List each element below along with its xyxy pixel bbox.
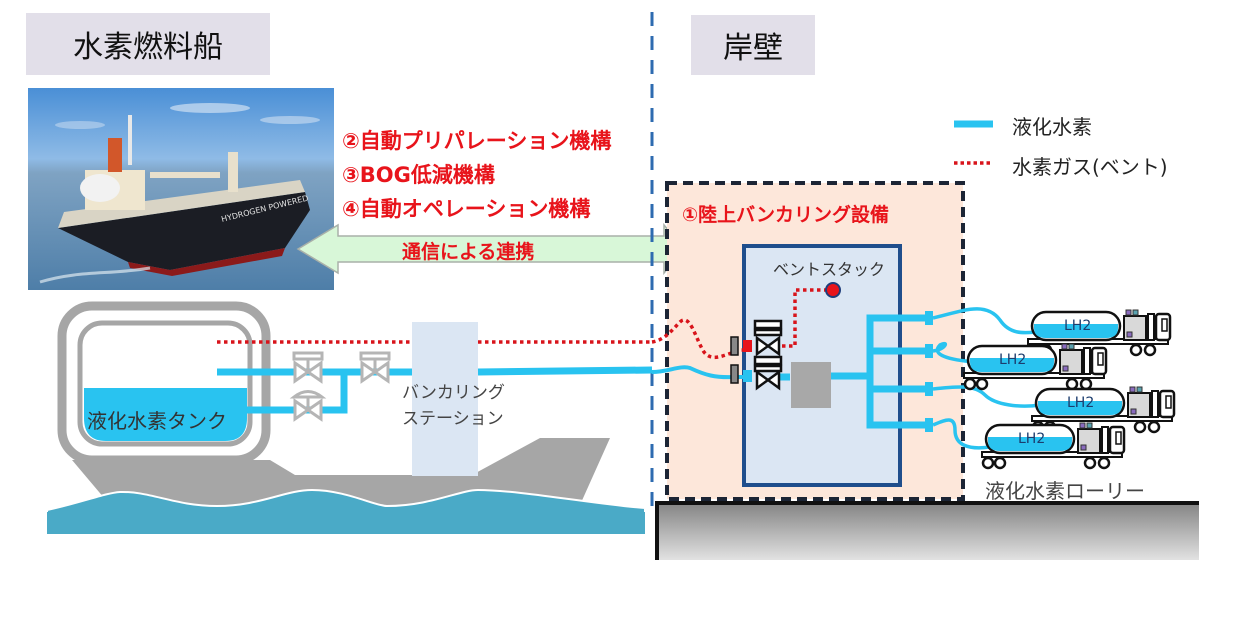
- vent-stack-icon: [825, 282, 841, 298]
- legend-vent-label: 水素ガス(ベント): [1012, 155, 1168, 179]
- feature-auto-operation: ④自動オペレーション機構: [342, 197, 591, 221]
- wheel-icon: [963, 377, 977, 391]
- bunkering-station-label-line2: ステーション: [402, 409, 504, 429]
- ship-cross-section: [46, 301, 646, 536]
- ship-section-label-text: 水素燃料船: [73, 30, 223, 65]
- shore-section-label: 岸壁: [691, 15, 815, 75]
- wheel-icon: [1065, 377, 1079, 391]
- shore-section-label-text: 岸壁: [723, 31, 783, 66]
- ship-photo: HYDROGEN POWERED: [28, 88, 334, 290]
- legend-lh2-label: 液化水素: [1012, 115, 1092, 139]
- lorry-icon: [981, 422, 1126, 470]
- lorry-icon: [1031, 386, 1176, 434]
- ship-section-label: 水素燃料船: [26, 13, 270, 75]
- wheel-icon: [1097, 456, 1111, 470]
- valve-icon: [359, 351, 391, 384]
- legend: [954, 120, 993, 165]
- wheel-icon: [1147, 420, 1161, 434]
- bunkering-station: [412, 322, 478, 476]
- wheel-icon: [1083, 456, 1097, 470]
- wheel-icon: [993, 456, 1007, 470]
- shore-valves: [753, 319, 783, 391]
- feature-bog-reduction: ③BOG低減機構: [342, 163, 495, 187]
- bunkering-station-label-line1: バンカリング: [402, 383, 505, 403]
- feature-auto-preparation: ②自動プリパレーション機構: [342, 129, 612, 153]
- shore-facility-title: ①陸上バンカリング設備: [682, 204, 890, 226]
- lorry-icon: [963, 343, 1108, 391]
- lorry-label: 液化水素ローリー: [985, 479, 1145, 503]
- quay-wall: [655, 502, 1199, 560]
- ship-features-list: ②自動プリパレーション機構 ③BOG低減機構 ④自動オペレーション機構: [342, 124, 611, 226]
- wheel-icon: [1129, 343, 1143, 357]
- pump-unit: [791, 362, 831, 408]
- valve-icon: [289, 390, 327, 422]
- wheel-icon: [1079, 377, 1093, 391]
- tank-label: 液化水素タンク: [87, 409, 227, 433]
- valve-icon: [292, 351, 324, 384]
- vent-stack-label: ベントスタック: [773, 260, 886, 279]
- valve-icon: [753, 355, 783, 391]
- communication-arrow-label: 通信による連携: [402, 241, 535, 263]
- shore-vent-line: [651, 318, 752, 360]
- lorry-tank-label: LH2: [1018, 431, 1046, 447]
- wheel-icon: [981, 456, 995, 470]
- wheel-icon: [1133, 420, 1147, 434]
- wheel-icon: [975, 377, 989, 391]
- lorry-tank-label: LH2: [1064, 318, 1092, 334]
- lorry-tank-label: LH2: [999, 352, 1027, 368]
- valve-icon: [753, 319, 783, 357]
- shore-lh2-line: [651, 365, 752, 380]
- coupler-icons: [730, 336, 752, 384]
- lorry-tank-label: LH2: [1067, 395, 1095, 411]
- lorry-group: [963, 309, 1176, 470]
- bunkering-station-label: バンカリング ステーション: [402, 380, 505, 432]
- wheel-icon: [1143, 343, 1157, 357]
- ship-valves: [289, 351, 391, 422]
